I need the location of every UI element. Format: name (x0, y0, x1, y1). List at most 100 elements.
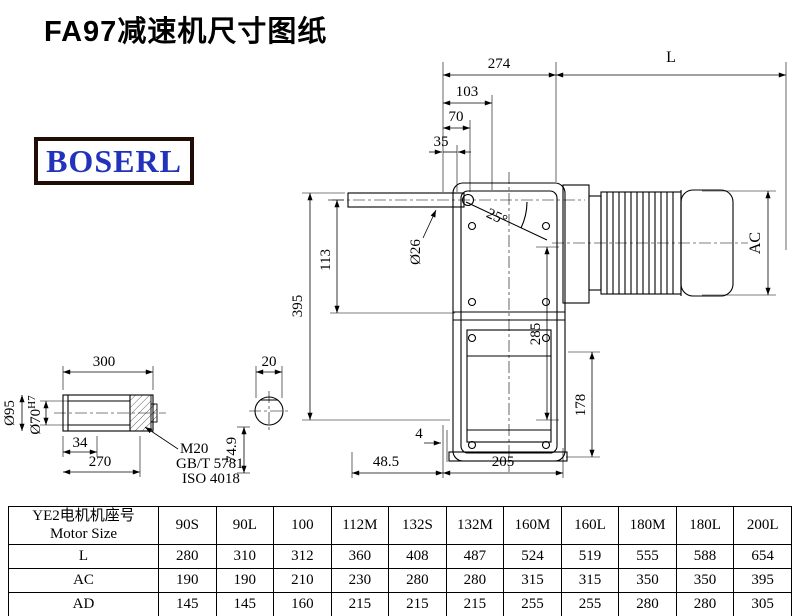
cell: 210 (273, 568, 332, 593)
table-row-AC: AC 190 190 210 230 280 280 315 315 350 3… (8, 568, 792, 593)
dim-285: 285 (528, 323, 544, 346)
dim-178: 178 (573, 394, 589, 417)
dim-113: 113 (318, 249, 334, 271)
motor-flange (562, 184, 590, 304)
col-header-180m: 180M (618, 506, 677, 545)
col-header-132m: 132M (445, 506, 505, 545)
table-header-row: YE2电机机座号 Motor Size 90S 90L 100 112M 132… (8, 506, 792, 545)
label-iso4018: ISO 4018 (182, 471, 240, 487)
cell: 588 (675, 544, 735, 569)
page-title: FA97减速机尺寸图纸 (44, 16, 328, 48)
dim-20: 20 (262, 354, 277, 370)
cell: 350 (618, 568, 677, 593)
cell: 487 (445, 544, 505, 569)
table-row-L: L 280 310 312 360 408 487 524 519 555 58… (8, 544, 792, 569)
dim-L: L (666, 49, 676, 66)
dimension-lines (19, 72, 786, 476)
label-m20: M20 (180, 441, 208, 457)
row-label-L: L (8, 544, 159, 569)
bolt-hole (467, 333, 477, 343)
cell: 190 (215, 568, 275, 593)
cell: 395 (733, 568, 792, 593)
col-header-200l: 200L (733, 506, 792, 545)
dim-74-9: 74.9 (224, 437, 240, 463)
cell: 215 (445, 592, 505, 616)
col-header-180l: 180L (675, 506, 735, 545)
dim-25deg: 25° (484, 206, 510, 229)
cell: 305 (733, 592, 792, 616)
motor (562, 184, 734, 304)
boserl-logo: BOSERL (34, 137, 194, 185)
dim-34: 34 (73, 435, 89, 451)
dim-35: 35 (434, 134, 449, 150)
bolt-hole (541, 440, 551, 450)
cell: 350 (675, 568, 735, 593)
cell: 190 (158, 568, 217, 593)
bolt-hole (467, 221, 477, 231)
cell: 145 (158, 592, 217, 616)
dim-48-5: 48.5 (373, 454, 399, 470)
motor-size-header: YE2电机机座号 Motor Size (8, 506, 159, 545)
cell: 145 (215, 592, 275, 616)
dim-395: 395 (290, 295, 306, 318)
dia26-leader (422, 209, 437, 239)
dim-103: 103 (456, 84, 479, 100)
cell: 519 (560, 544, 620, 569)
header-cn: YE2电机机座号 (32, 508, 135, 525)
row-label-AC: AC (8, 568, 159, 593)
cell: 280 (388, 568, 447, 593)
dim-dia95: Ø95 (2, 400, 18, 426)
cell: 280 (445, 568, 505, 593)
input-shaft (347, 192, 465, 208)
cell: 215 (330, 592, 390, 616)
output-shaft-detail (62, 394, 158, 432)
row-label-AD: AD (8, 592, 159, 616)
col-header-160m: 160M (503, 506, 562, 545)
col-header-90l: 90L (215, 506, 275, 545)
dia70-tolerance: H7 (26, 395, 38, 409)
cell: 408 (388, 544, 447, 569)
col-header-160l: 160L (560, 506, 620, 545)
col-header-132s: 132S (388, 506, 447, 545)
dim-AC: AC (747, 232, 764, 254)
cell: 315 (503, 568, 562, 593)
dim-205: 205 (492, 454, 515, 470)
bolt-hole (541, 297, 551, 307)
cell: 555 (618, 544, 677, 569)
cell: 255 (560, 592, 620, 616)
bolt-hole (541, 221, 551, 231)
bolt-hole (467, 440, 477, 450)
label-gbt5781: GB/T 5781 (176, 456, 244, 472)
bolt-hole (467, 297, 477, 307)
dim-270: 270 (89, 454, 112, 470)
table-row-AD: AD 145 145 160 215 215 215 255 255 280 2… (8, 592, 792, 616)
dim-dia26: Ø26 (408, 239, 424, 265)
cell: 524 (503, 544, 562, 569)
dia70-value: Ø70 (28, 409, 44, 435)
cell: 360 (330, 544, 390, 569)
gearbox-housing (347, 182, 568, 462)
col-header-100: 100 (273, 506, 332, 545)
cell: 215 (388, 592, 447, 616)
col-header-90s: 90S (158, 506, 217, 545)
col-header-112m: 112M (330, 506, 390, 545)
motor-size-table: YE2电机机座号 Motor Size 90S 90L 100 112M 132… (8, 506, 792, 616)
cell: 230 (330, 568, 390, 593)
technical-drawing: 274 L 103 70 35 25° Ø26 395 113 285 178 … (2, 49, 787, 487)
dim-4: 4 (415, 426, 423, 442)
cell: 310 (215, 544, 275, 569)
cell: 280 (158, 544, 217, 569)
header-en: Motor Size (49, 525, 118, 542)
dim-dia70h7: Ø70H7 (26, 395, 44, 435)
logo-text: BOSERL (46, 143, 182, 179)
dim-70: 70 (449, 109, 464, 125)
dim-274: 274 (488, 56, 511, 72)
cell: 280 (675, 592, 735, 616)
dimension-labels: 274 L 103 70 35 25° Ø26 395 113 285 178 … (2, 49, 764, 487)
cell: 160 (273, 592, 332, 616)
m20-leader (144, 426, 179, 450)
cell: 280 (618, 592, 677, 616)
cell: 315 (560, 568, 620, 593)
dim-300: 300 (93, 354, 116, 370)
